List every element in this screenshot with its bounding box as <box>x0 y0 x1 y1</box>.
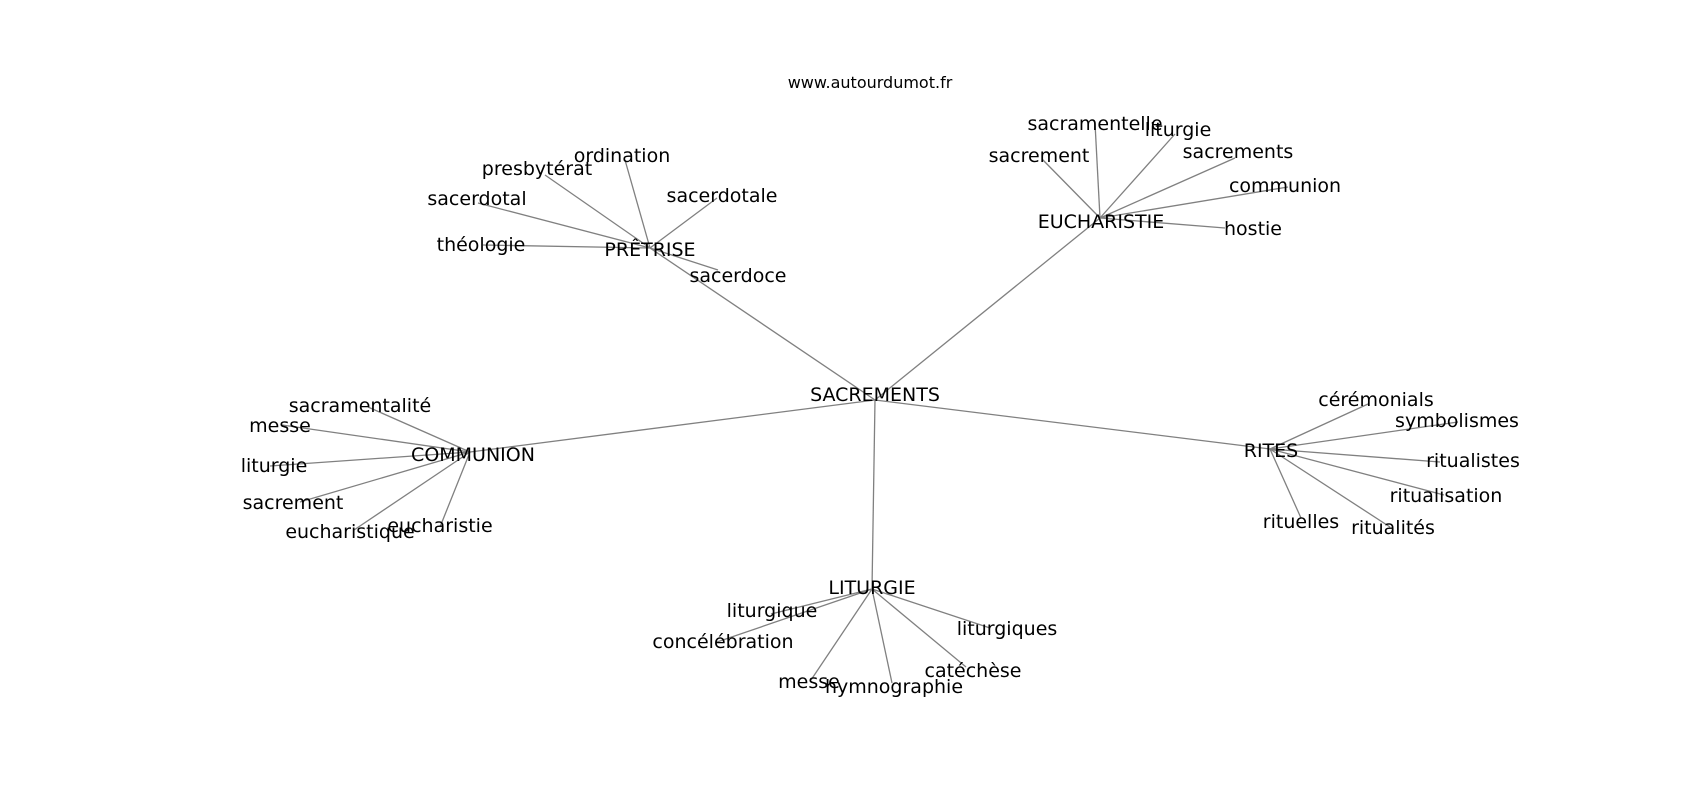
edge-rites-leaf <box>1269 448 1441 463</box>
node-leaf-rites: ritualistes <box>1426 450 1520 472</box>
edge-rites-leaf <box>1269 448 1391 528</box>
node-leaf-liturgie: liturgiques <box>957 618 1058 640</box>
node-root: SACREMENTS <box>810 384 940 406</box>
edge-root-rites <box>874 399 1271 450</box>
node-hub-eucharistie: EUCHARISTIE <box>1038 211 1165 233</box>
edge-liturgie-leaf <box>770 588 873 615</box>
edge-root-eucharistie <box>874 217 1101 401</box>
edge-liturgie-leaf <box>871 588 991 629</box>
edge-liturgie-leaf <box>716 588 873 643</box>
node-leaf-communion: eucharistique <box>285 521 414 543</box>
node-leaf-pretrise: sacerdoce <box>690 265 787 287</box>
node-leaf-eucharistie: sacrement <box>989 145 1090 167</box>
node-leaf-pretrise: sacerdotal <box>427 188 526 210</box>
edge-eucharistie-leaf <box>1094 122 1101 219</box>
node-leaf-communion: liturgie <box>241 455 308 477</box>
node-leaf-liturgie: messe <box>778 671 840 693</box>
node-leaf-eucharistie: sacrements <box>1183 141 1294 163</box>
site-watermark: www.autourdumot.fr <box>788 73 953 92</box>
edge-communion-leaf <box>367 406 471 453</box>
node-hub-pretrise: PRÊTRISE <box>604 238 695 261</box>
edge-root-pretrise <box>649 247 876 401</box>
edge-communion-leaf <box>439 451 471 528</box>
edge-communion-leaf <box>299 451 471 503</box>
node-leaf-rites: ritualisation <box>1390 485 1503 507</box>
edge-pretrise-leaf <box>544 174 651 249</box>
edge-pretrise-leaf <box>482 244 651 249</box>
node-leaf-liturgie: catéchèse <box>925 660 1022 682</box>
node-leaf-eucharistie: communion <box>1229 175 1341 197</box>
node-leaf-rites: cérémonials <box>1318 389 1434 411</box>
edge-eucharistie-leaf <box>1099 157 1236 219</box>
edge-communion-leaf <box>353 451 471 531</box>
node-leaf-eucharistie: liturgie <box>1145 119 1212 141</box>
node-hub-communion: COMMUNION <box>411 444 535 466</box>
node-leaf-eucharistie: sacramentelle <box>1027 113 1162 135</box>
node-leaf-pretrise: sacerdotale <box>667 185 778 207</box>
edge-eucharistie-leaf <box>1099 186 1289 219</box>
edge-rites-leaf <box>1269 448 1302 519</box>
node-leaf-liturgie: concélébration <box>652 631 793 653</box>
edge-liturgie-leaf <box>810 588 873 681</box>
edge-eucharistie-leaf <box>1099 217 1226 229</box>
edge-root-liturgie <box>871 399 876 590</box>
node-leaf-pretrise: théologie <box>437 234 526 256</box>
edge-pretrise-leaf <box>649 197 718 249</box>
edge-communion-leaf <box>281 424 471 453</box>
node-hub-liturgie: LITURGIE <box>828 577 915 599</box>
edge-communion-leaf <box>269 451 471 467</box>
node-leaf-communion: sacramentalité <box>289 395 431 417</box>
node-leaf-pretrise: ordination <box>574 145 671 167</box>
node-leaf-communion: messe <box>249 415 311 437</box>
edge-eucharistie-leaf <box>1041 158 1101 219</box>
edge-liturgie-leaf <box>871 588 893 684</box>
edge-rites-leaf <box>1269 448 1445 496</box>
edge-pretrise-leaf <box>477 202 651 249</box>
edge-rites-leaf <box>1269 421 1459 450</box>
node-leaf-liturgie: hymnographie <box>825 676 963 698</box>
node-leaf-rites: rituelles <box>1263 511 1339 533</box>
node-leaf-pretrise: presbytérat <box>482 158 592 180</box>
edge-liturgie-leaf <box>871 588 967 668</box>
node-leaf-rites: ritualités <box>1351 517 1435 539</box>
edge-eucharistie-leaf <box>1099 133 1176 219</box>
node-leaf-communion: eucharistie <box>387 515 492 537</box>
edge-pretrise-leaf <box>649 247 719 271</box>
edge-rites-leaf <box>1269 403 1369 450</box>
node-leaf-liturgie: liturgique <box>727 600 818 622</box>
edges-layer <box>269 122 1459 684</box>
node-leaf-rites: symbolismes <box>1395 410 1519 432</box>
node-leaf-communion: sacrement <box>243 492 344 514</box>
node-hub-rites: RITES <box>1244 440 1298 462</box>
edge-root-communion <box>469 399 876 453</box>
edge-pretrise-leaf <box>624 159 651 249</box>
node-leaf-eucharistie: hostie <box>1224 218 1282 240</box>
